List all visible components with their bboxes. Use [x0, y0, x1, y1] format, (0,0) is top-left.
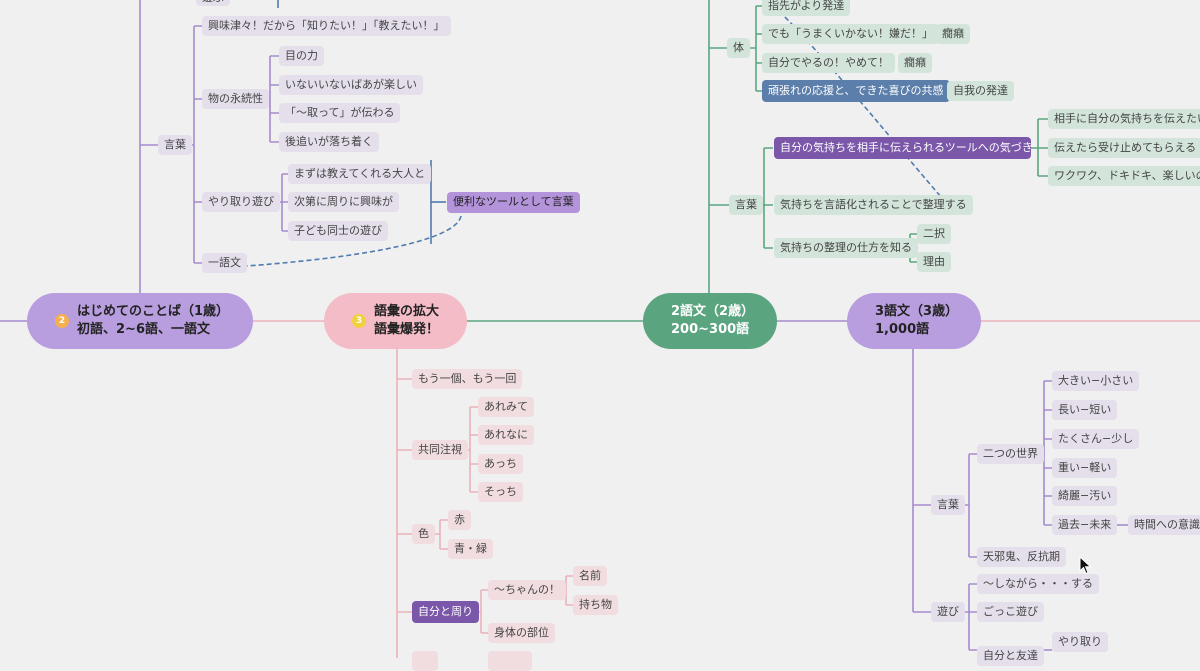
node-kyodo[interactable]: 共同注視 [412, 440, 468, 460]
node-sekai-6[interactable]: 過去−未来 [1052, 515, 1118, 535]
node-eizoku-4[interactable]: 後追いが落ち着く [279, 132, 379, 152]
partial-node[interactable]: 遊ぶ [196, 0, 230, 6]
node-ichigobun[interactable]: 一語文 [202, 253, 247, 273]
node-karada-2[interactable]: でも「うまくいかない！嫌だ！」 [762, 24, 939, 44]
node-eizoku-1[interactable]: 目の力 [279, 46, 324, 66]
node-kotoba-2[interactable]: 言葉 [729, 195, 763, 215]
node-mouikko[interactable]: もう一個、もう一回 [412, 369, 523, 389]
node-shintai[interactable]: 身体の部位 [488, 623, 555, 643]
node-yaritori[interactable]: やり取り遊び [202, 192, 280, 212]
node-eizoku-3[interactable]: 「〜取って」が伝わる [279, 103, 401, 123]
node-sekai-4[interactable]: 重い−軽い [1052, 458, 1118, 478]
partial-node[interactable] [488, 651, 532, 671]
node-iro-2[interactable]: 青・緑 [448, 539, 493, 559]
node-jibun[interactable]: 自分と周り [412, 601, 479, 623]
node-chan[interactable]: 〜ちゃんの！ [488, 580, 566, 600]
node-jiga[interactable]: 自我の発達 [947, 81, 1014, 101]
hub-title: 語彙の拡大 [374, 304, 440, 319]
hub-title: 3語文（3歳） [875, 304, 959, 319]
node-tool-2[interactable]: 伝えたら受け止めてもらえる [1048, 138, 1200, 158]
node-tool-1[interactable]: 相手に自分の気持ちを伝えたい [1048, 109, 1200, 129]
hub-title: 2語文（2歳） [671, 304, 755, 319]
node-sekai-5[interactable]: 綺麗−汚い [1052, 486, 1118, 506]
node-yaritori-3[interactable]: 子ども同士の遊び [288, 221, 388, 241]
node-kotoba-3[interactable]: 言葉 [931, 495, 965, 515]
node-asobi[interactable]: 遊び [931, 602, 965, 622]
node-sekai-2[interactable]: 長い−短い [1052, 400, 1118, 420]
node-karada[interactable]: 体 [727, 38, 750, 58]
node-yaritori-2[interactable]: 次第に周りに興味が [288, 192, 399, 212]
step-number-icon: 2 [55, 314, 69, 328]
node-asobi-1[interactable]: 〜しながら・・・する [977, 574, 1099, 594]
node-tool-3[interactable]: ワクワク、ドキドキ、楽しいの共 [1048, 166, 1200, 186]
node-karada-4[interactable]: 頑張れの応援と、できた喜びの共感 [762, 80, 950, 102]
node-kanshaku-2[interactable]: 癇癪 [898, 53, 932, 73]
node-kyodo-2[interactable]: あれなに [478, 425, 534, 445]
node-tool-awareness[interactable]: 自分の気持ちを相手に伝えられるツールへの気づき [774, 137, 1033, 159]
node-chan-2[interactable]: 持ち物 [573, 595, 618, 615]
hub-title: はじめてのことば（1歳） [77, 304, 230, 319]
hub-subtitle: 200~300語 [671, 322, 750, 337]
hub-first-words[interactable]: 2 はじめてのことば（1歳） 初語、2~6語、一語文 [27, 293, 253, 349]
node-asobi-2[interactable]: ごっこ遊び [977, 602, 1044, 622]
node-kotoba-1[interactable]: 言葉 [158, 135, 192, 155]
node-kyodo-4[interactable]: そっち [478, 482, 523, 502]
node-seiri[interactable]: 気持ちの整理の仕方を知る [774, 238, 918, 258]
node-karada-3[interactable]: 自分でやるの！やめて！ [762, 53, 895, 73]
hub-subtitle: 1,000語 [875, 322, 930, 337]
node-gengoka[interactable]: 気持ちを言語化されることで整理する [774, 195, 973, 215]
node-amanojaku[interactable]: 天邪鬼、反抗期 [977, 547, 1066, 567]
node-kyodo-1[interactable]: あれみて [478, 397, 534, 417]
node-iro-1[interactable]: 赤 [448, 510, 471, 530]
node-asobi-3[interactable]: 自分と友達 [977, 646, 1044, 666]
mouse-cursor-icon [1079, 556, 1092, 575]
node-karada-1[interactable]: 指先がより発達 [762, 0, 851, 16]
node-eizokusei[interactable]: 物の永続性 [202, 89, 269, 109]
node-seiri-1[interactable]: 二択 [917, 224, 951, 244]
partial-node[interactable] [412, 651, 438, 671]
node-kanshaku-1[interactable]: 癇癪 [936, 24, 970, 44]
hub-subtitle: 初語、2~6語、一語文 [77, 322, 210, 337]
node-sekai-1[interactable]: 大きい−小さい [1052, 371, 1140, 391]
node-kyodo-3[interactable]: あっち [478, 454, 523, 474]
node-kyomi[interactable]: 興味津々！だから「知りたい！」「教えたい！」 [202, 16, 451, 36]
node-yaritori-2[interactable]: やり取り [1052, 632, 1108, 652]
node-jikan[interactable]: 時間への意識の [1128, 515, 1200, 535]
node-chan-1[interactable]: 名前 [573, 566, 607, 586]
node-sekai[interactable]: 二つの世界 [977, 444, 1044, 464]
node-sekai-3[interactable]: たくさん−少し [1052, 429, 1140, 449]
hub-subtitle: 語彙爆発！ [374, 322, 440, 337]
node-yaritori-1[interactable]: まずは教えてくれる大人と [288, 164, 432, 184]
node-tool[interactable]: 便利なツールとして言葉 [447, 192, 580, 213]
hub-two-word[interactable]: 2語文（2歳） 200~300語 [643, 293, 777, 349]
node-eizoku-2[interactable]: いないいないばあが楽しい [279, 75, 423, 95]
step-number-icon: 3 [352, 314, 366, 328]
node-iro[interactable]: 色 [412, 524, 435, 544]
node-seiri-2[interactable]: 理由 [917, 252, 951, 272]
hub-vocab[interactable]: 3 語彙の拡大語彙爆発！ [324, 293, 467, 349]
hub-three-word[interactable]: 3語文（3歳） 1,000語 [847, 293, 981, 349]
